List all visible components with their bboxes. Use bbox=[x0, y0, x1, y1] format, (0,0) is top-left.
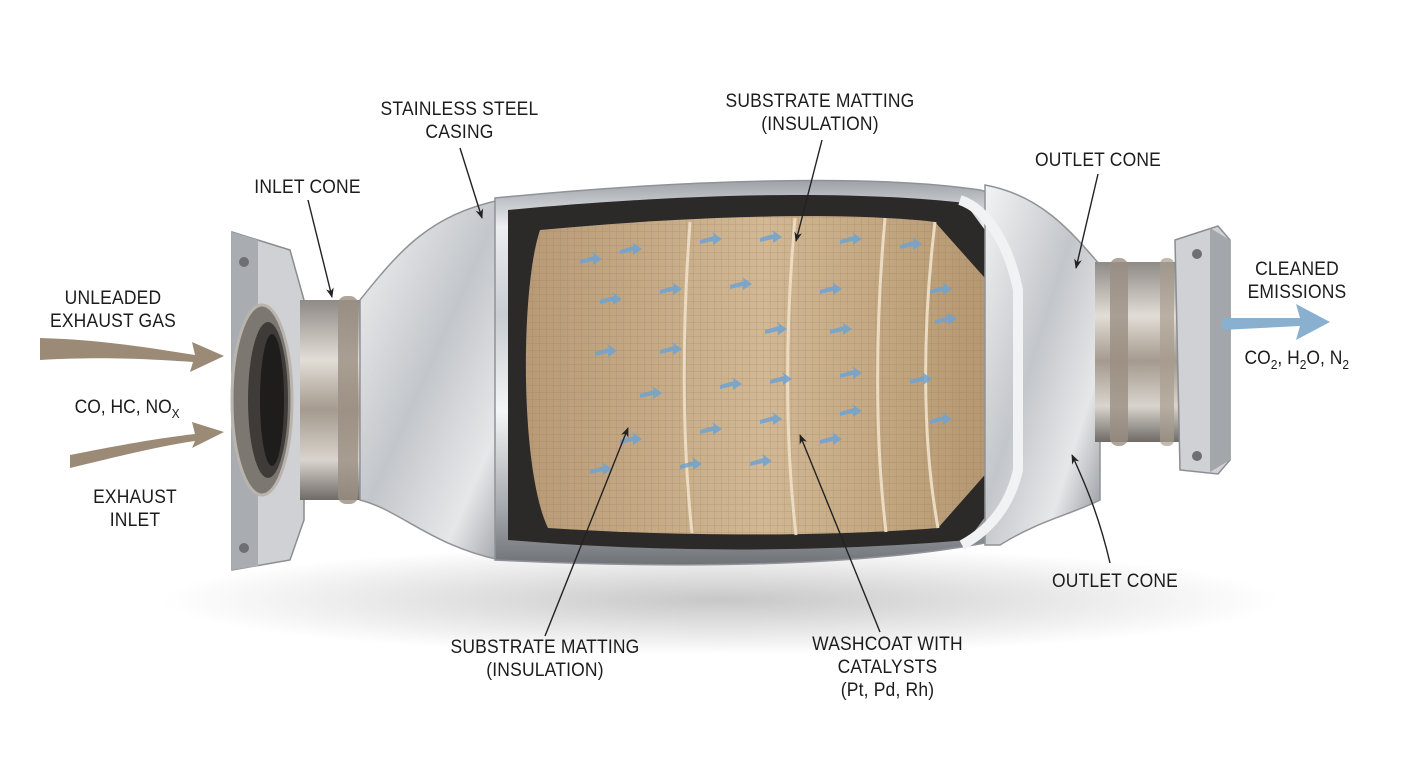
label-pollutants: CO, HC, NOX bbox=[74, 397, 180, 421]
label-inlet-cone: INLET CONE bbox=[254, 177, 361, 198]
casing-cut-edge bbox=[958, 195, 1023, 550]
label-substrate-matting-top: SUBSTRATE MATTING(INSULATION) bbox=[725, 91, 915, 135]
ground-shadow bbox=[160, 545, 1280, 655]
label-products: CO2, H2O, N2 bbox=[1244, 348, 1350, 372]
label-outlet-cone-top: OUTLET CONE bbox=[1034, 150, 1162, 171]
outlet-pipe bbox=[1095, 258, 1185, 446]
leader-lines bbox=[307, 139, 1111, 637]
substrate-monolith bbox=[525, 216, 1000, 536]
outlet-flange bbox=[1174, 225, 1231, 475]
label-outlet-cone-bottom: OUTLET CONE bbox=[1051, 571, 1179, 592]
inlet-flange bbox=[230, 230, 305, 571]
label-substrate-matting-bottom: SUBSTRATE MATTING(INSULATION) bbox=[450, 637, 640, 681]
inlet-flow-arrows bbox=[40, 338, 224, 468]
gas-flow-arrows bbox=[580, 230, 957, 475]
inlet-pipe bbox=[300, 296, 370, 504]
outlet-flow-arrow bbox=[1222, 304, 1330, 340]
